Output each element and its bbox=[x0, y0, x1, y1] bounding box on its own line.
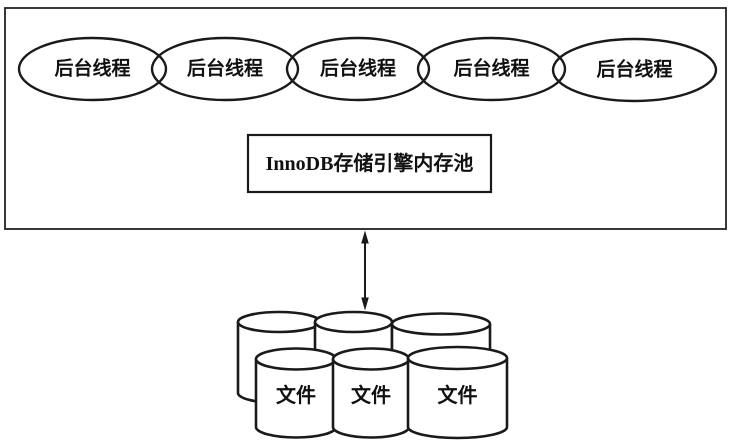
file-cylinder: 文件 bbox=[254, 347, 338, 439]
background-thread-label: 后台线程 bbox=[320, 57, 396, 80]
bidirectional-arrow bbox=[361, 230, 369, 311]
file-cylinder-front-row: 文件 文件 文件 bbox=[254, 345, 509, 440]
file-cylinder: 文件 bbox=[406, 345, 509, 440]
background-thread-label: 后台线程 bbox=[453, 57, 529, 80]
memory-pool-box: InnoDB存储引擎内存池 bbox=[246, 133, 493, 194]
background-thread-ellipse bbox=[416, 36, 567, 102]
background-thread-ellipse bbox=[285, 36, 431, 102]
background-thread-label: 后台线程 bbox=[187, 57, 263, 80]
file-cylinder: 文件 bbox=[331, 347, 411, 439]
file-label: 文件 bbox=[276, 383, 316, 407]
background-thread-label: 后台线程 bbox=[54, 57, 130, 80]
background-thread-label: 后台线程 bbox=[596, 58, 672, 81]
arrow-down-head-icon bbox=[361, 297, 369, 311]
memory-pool-label: InnoDB存储引擎内存池 bbox=[266, 151, 474, 175]
background-thread-ellipse bbox=[551, 37, 718, 103]
engine-boundary-box bbox=[4, 7, 727, 230]
file-label: 文件 bbox=[351, 383, 391, 407]
background-thread-ellipse bbox=[150, 36, 300, 102]
background-thread-group: 后台线程 后台线程 后台线程 后台线程 后台线程 bbox=[17, 36, 718, 103]
memory-pool-rect bbox=[246, 133, 493, 194]
arrow-up-head-icon bbox=[361, 230, 369, 244]
background-thread-ellipse bbox=[17, 36, 168, 102]
file-label: 文件 bbox=[438, 383, 478, 407]
